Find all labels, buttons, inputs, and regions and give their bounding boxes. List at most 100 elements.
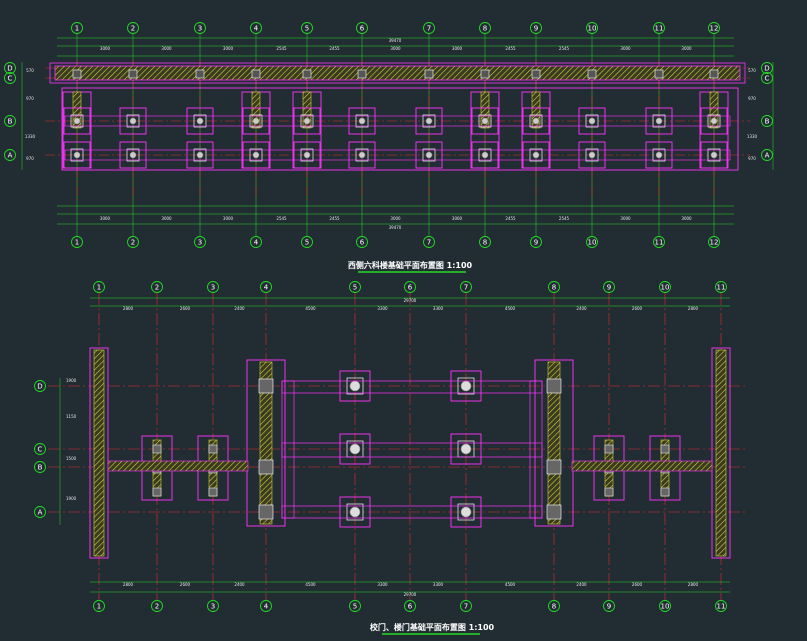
bottom-mid-cap-1-0: [457, 377, 475, 395]
top-span-dim-top-2: 3000: [223, 46, 234, 51]
bottom-axis-bubble-top-3: 3: [211, 284, 215, 292]
top-axis-bubble-bottom-1-circle: [71, 236, 83, 248]
top-axis-bubble-top-12-circle: [708, 22, 720, 34]
top-pile-cap-7-0: [478, 114, 492, 128]
top-span-dim-bottom-3: 2545: [276, 216, 287, 221]
top-footing-2-0: [186, 107, 214, 135]
top-axis-bubble-bottom-3: 3: [198, 239, 202, 247]
top-axis-bubble-bottom-7: 7: [427, 239, 431, 247]
top-pile-cap-11-1: [707, 148, 721, 162]
bottom-axis-bubble-bottom-3: 3: [211, 603, 215, 611]
top-footing-1-0: [119, 107, 147, 135]
top-pile-8-1: [532, 151, 540, 159]
top-pile-cap-2-0: [193, 114, 207, 128]
bottom-beam-D: [281, 380, 543, 394]
top-pile-9-1: [588, 151, 596, 159]
top-span-dim-top-5: 3000: [390, 46, 401, 51]
top-pile-0-1: [73, 151, 81, 159]
bottom-mid-pile-1-1: [460, 443, 472, 455]
top-column-hatched-8: [531, 91, 541, 129]
bottom-row-bubble-D-circle: [34, 380, 46, 392]
top-footing-2-1: [186, 141, 214, 169]
top-axis-bubble-bottom-11-circle: [653, 236, 665, 248]
top-pile-cap-2-1: [193, 148, 207, 162]
bottom-axis-bubble-bottom-9-circle: [603, 600, 615, 612]
bottom-mid-pile-1-2: [460, 506, 472, 518]
bottom-axis-bubble-bottom-11-circle: [715, 600, 727, 612]
bottom-axis-bubble-top-1-circle: [93, 281, 105, 293]
top-pile-cap-8-1: [529, 148, 543, 162]
top-footing-11-0: [700, 107, 728, 135]
bottom-row-bubble-C: C: [38, 446, 43, 454]
top-axis-bubble-top-1-circle: [71, 22, 83, 34]
bottom-overall-dim: 29700: [404, 298, 417, 303]
bottom-span-dim-bottom-1: 2600: [180, 582, 191, 587]
top-footing-5-1: [348, 141, 376, 169]
top-pile-cap-11-0: [707, 114, 721, 128]
bottom-tall-pile-cap-1-2: [546, 504, 562, 520]
top-axis-bubble-top-1: 1: [75, 25, 79, 33]
bottom-span-dim-bottom-7: 2400: [576, 582, 587, 587]
bottom-axis-bubble-bottom-8: 8: [552, 603, 556, 611]
bottom-axis-bubble-bottom-5-circle: [349, 600, 361, 612]
top-footing-outline: [61, 87, 739, 171]
top-axis-bubble-top-9-circle: [530, 22, 542, 34]
bottom-small-pile-1-0: [208, 444, 218, 454]
top-row-bubble-left-D: D: [7, 65, 12, 73]
top-span-dim-bottom-2: 3000: [223, 216, 234, 221]
bottom-mid-pile-0-1: [349, 443, 361, 455]
top-axis-bubble-top-3: 3: [198, 25, 202, 33]
top-axis-bubble-bottom-2: 2: [131, 239, 135, 247]
top-axis-bubble-top-10: 10: [588, 25, 597, 33]
bottom-side-dim-3: 1900: [66, 496, 77, 501]
top-axis-bubble-bottom-6-circle: [356, 236, 368, 248]
top-axis-bubble-bottom-12: 12: [710, 239, 719, 247]
top-pile-cap-6-0: [422, 114, 436, 128]
bottom-axis-bubble-top-9: 9: [607, 284, 611, 292]
top-row-bubble-right-D: D: [764, 65, 769, 73]
top-axis-bubble-bottom-9: 9: [534, 239, 538, 247]
bottom-axis-bubble-bottom-4-circle: [260, 600, 272, 612]
top-axis-bubble-top-11: 11: [655, 25, 664, 33]
top-pile-cap-8-0: [529, 114, 543, 128]
top-row-bubble-left-C-circle: [4, 72, 16, 84]
top-pile-4-0: [303, 117, 311, 125]
top-pile-cap-9-0: [585, 114, 599, 128]
top-span-dim-bottom-7: 2455: [505, 216, 516, 221]
top-footing-6-1: [415, 141, 443, 169]
bottom-row-bubble-A-circle: [34, 506, 46, 518]
top-pile-cap-0-1: [70, 148, 84, 162]
bottom-span-dim-bottom-9: 2800: [688, 582, 699, 587]
top-axis-bubble-bottom-10-circle: [586, 236, 598, 248]
top-pile-cap-9-1: [585, 148, 599, 162]
top-pile-3-1: [252, 151, 260, 159]
top-axis-bubble-top-5-circle: [301, 22, 313, 34]
bottom-axis-bubble-top-7-circle: [460, 281, 472, 293]
top-pile-cap-1-0: [126, 114, 140, 128]
top-pile-1-1: [129, 151, 137, 159]
top-overall-dim-bottom: 39470: [389, 225, 402, 230]
bottom-row-bubble-A: A: [38, 509, 43, 517]
top-axis-bubble-bottom-11: 11: [655, 239, 664, 247]
bottom-span-dim-bottom-0: 2800: [123, 582, 134, 587]
top-pile-cap-10-1: [652, 148, 666, 162]
bottom-span-dim-top-1: 2600: [180, 306, 191, 311]
top-footing-10-1: [645, 141, 673, 169]
top-footing-7-1: [471, 141, 499, 169]
bottom-span-dim-top-6: 4500: [505, 306, 516, 311]
bottom-span-dim-top-7: 2400: [576, 306, 587, 311]
bottom-tie-right: [571, 460, 713, 472]
bottom-axis-bubble-bottom-2: 2: [155, 603, 159, 611]
bottom-mid-footing-1-0: [450, 370, 482, 402]
bottom-axis-bubble-bottom-3-circle: [207, 600, 219, 612]
bottom-span-dim-top-5: 3300: [433, 306, 444, 311]
bottom-span-dim-top-0: 2800: [123, 306, 134, 311]
top-pile-5-1: [358, 151, 366, 159]
top-pile-3-0: [252, 117, 260, 125]
top-row-bubble-left-A: A: [8, 152, 13, 160]
top-span-dim-top-3: 2545: [276, 46, 287, 51]
bottom-mid-footing-0-0: [339, 370, 371, 402]
top-span-dim-top-1: 3000: [161, 46, 172, 51]
